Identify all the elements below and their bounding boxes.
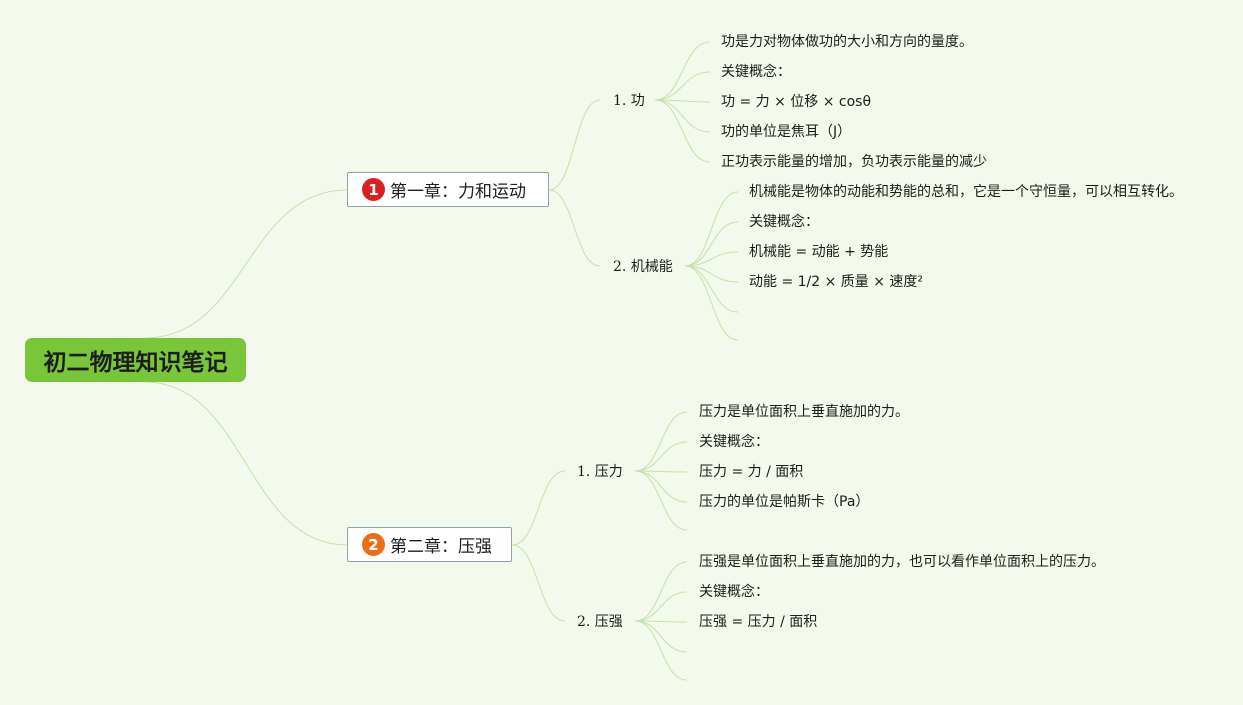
root-topic-label: 初二物理知识笔记 xyxy=(43,350,228,376)
connector-chapter-1-section-2 xyxy=(548,189,601,267)
connector-root-chapter-2 xyxy=(144,381,348,546)
connector-energy-leaf-6 xyxy=(684,265,739,341)
connector-pressure-leaf-3 xyxy=(634,620,688,623)
priority-2-icon: 2 xyxy=(362,533,385,556)
chapter-2-topic[interactable]: 2 第二章：压强 xyxy=(347,527,512,562)
connector-energy-leaf-3 xyxy=(684,251,739,267)
connector-energy-leaf-4 xyxy=(684,265,739,283)
connector-energy-leaf-1 xyxy=(684,191,739,267)
leaf-pressure-definition[interactable]: 压强是单位面积上垂直施加的力，也可以看作单位面积上的压力。 xyxy=(699,554,1105,570)
connector-root-chapter-1 xyxy=(144,189,348,339)
connector-work-leaf-4 xyxy=(654,99,711,133)
leaf-work-definition[interactable]: 功是力对物体做功的大小和方向的量度。 xyxy=(721,34,973,50)
connector-chapter-1-section-1 xyxy=(548,99,601,191)
connector-chapter-2-section-2 xyxy=(511,544,566,622)
leaf-force-formula[interactable]: 压力 = 力 / 面积 xyxy=(699,464,804,480)
connector-work-leaf-3 xyxy=(654,99,711,103)
section-work[interactable]: 1. 功 xyxy=(613,93,645,109)
connector-work-leaf-5 xyxy=(654,99,711,163)
leaf-work-unit[interactable]: 功的单位是焦耳（J） xyxy=(721,124,852,140)
connector-pressure-leaf-5 xyxy=(634,620,688,681)
chapter-1-label: 第一章：力和运动 xyxy=(390,182,526,202)
leaf-work-key-concepts[interactable]: 关键概念： xyxy=(721,64,791,80)
connector-force-leaf-4 xyxy=(634,470,688,503)
section-pressure-force[interactable]: 1. 压力 xyxy=(577,464,623,480)
connector-force-leaf-3 xyxy=(634,470,688,473)
leaf-force-key-concepts[interactable]: 关键概念： xyxy=(699,434,769,450)
leaf-pressure-key-concepts[interactable]: 关键概念： xyxy=(699,584,769,600)
connector-work-leaf-2 xyxy=(654,71,711,101)
leaf-energy-formula[interactable]: 机械能 = 动能 + 势能 xyxy=(749,244,889,260)
leaf-kinetic-energy-formula[interactable]: 动能 = 1/2 × 质量 × 速度² xyxy=(749,274,924,290)
connector-chapter-2-section-1 xyxy=(511,470,566,546)
leaf-work-sign[interactable]: 正功表示能量的增加，负功表示能量的减少 xyxy=(721,154,987,170)
connector-force-leaf-5 xyxy=(634,470,688,531)
leaf-force-unit[interactable]: 压力的单位是帕斯卡（Pa） xyxy=(699,494,870,510)
connector-pressure-leaf-4 xyxy=(634,620,688,653)
priority-1-icon: 1 xyxy=(362,178,385,201)
connector-energy-leaf-5 xyxy=(684,265,739,313)
chapter-2-label: 第二章：压强 xyxy=(390,537,492,557)
connector-work-leaf-1 xyxy=(654,41,711,101)
connector-force-leaf-1 xyxy=(634,411,688,472)
chapter-1-topic[interactable]: 1 第一章：力和运动 xyxy=(347,172,549,207)
connector-force-leaf-2 xyxy=(634,441,688,472)
leaf-pressure-formula[interactable]: 压强 = 压力 / 面积 xyxy=(699,614,818,630)
leaf-work-formula[interactable]: 功 = 力 × 位移 × cosθ xyxy=(721,94,872,110)
section-pressure[interactable]: 2. 压强 xyxy=(577,614,623,630)
connector-pressure-leaf-2 xyxy=(634,591,688,622)
section-mechanical-energy[interactable]: 2. 机械能 xyxy=(613,259,673,275)
connector-energy-leaf-2 xyxy=(684,221,739,267)
leaf-energy-key-concepts[interactable]: 关键概念： xyxy=(749,214,819,230)
root-topic[interactable]: 初二物理知识笔记 xyxy=(25,338,246,382)
leaf-energy-definition[interactable]: 机械能是物体的动能和势能的总和，它是一个守恒量，可以相互转化。 xyxy=(749,184,1183,200)
connector-pressure-leaf-1 xyxy=(634,561,688,622)
leaf-force-definition[interactable]: 压力是单位面积上垂直施加的力。 xyxy=(699,404,909,420)
